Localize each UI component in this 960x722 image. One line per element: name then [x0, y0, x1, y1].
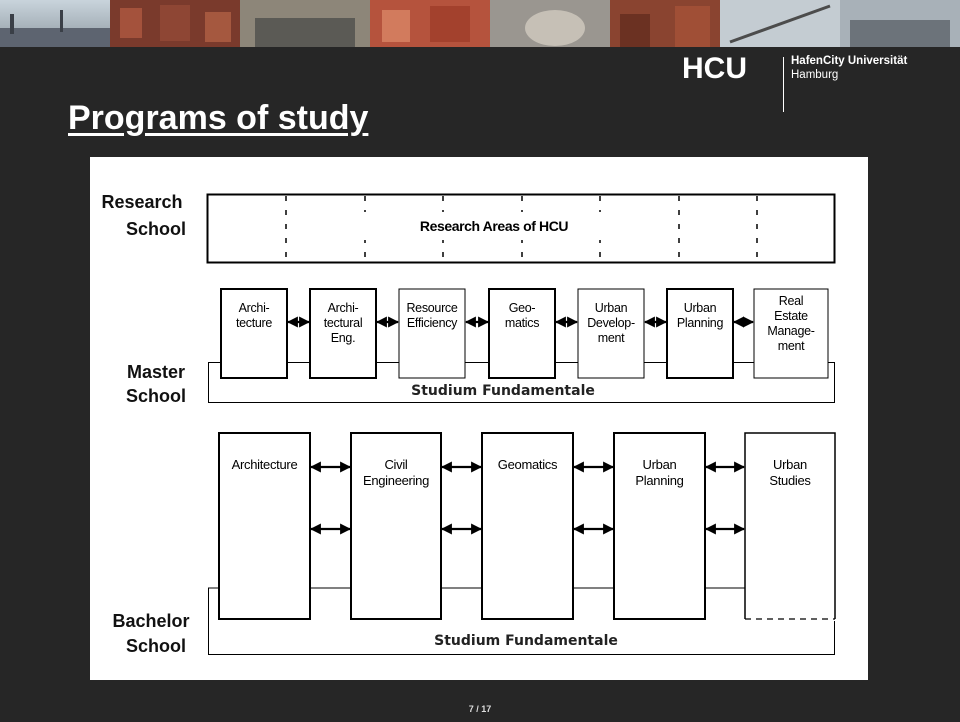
bachelor-program-label: Studies [769, 473, 811, 488]
bachelor-program-label: Urban [773, 457, 807, 472]
bachelor-program-box [350, 432, 442, 620]
bachelor-fundamentale-label: Studium Fundamentale [434, 633, 618, 649]
research-areas-box [206, 193, 836, 264]
bachelor-program-label: Planning [635, 473, 683, 488]
master-program-label: Urban [595, 301, 628, 315]
slide-title: Programs of study [68, 99, 369, 137]
bachelor-program-label: Engineering [363, 473, 429, 488]
research-areas-label: Research Areas of HCU [420, 218, 569, 234]
master-program-label: Manage- [767, 324, 814, 338]
master-program-label: tecture [236, 316, 272, 330]
header-photo-banner [0, 0, 960, 47]
bachelor-school-row: Bachelor School Studium Fundamentale Arc… [112, 432, 836, 656]
programs-diagram: Research School Research Areas of HCU Ma… [90, 157, 868, 680]
master-program-label: Planning [677, 316, 724, 330]
master-program-box [309, 288, 377, 379]
master-program-label: ment [598, 331, 625, 345]
bachelor-program-box [481, 432, 574, 620]
master-program-box [577, 288, 645, 379]
master-program-label: matics [505, 316, 539, 330]
master-school-row: Master School Studium Fundamentale Archi… [126, 288, 835, 406]
logo-wordmark: HCU [682, 52, 747, 85]
master-program-label: ment [778, 339, 805, 353]
master-program-box [753, 288, 829, 379]
master-program-label: Develop- [587, 316, 635, 330]
bachelor-school-label-2: School [126, 636, 186, 656]
bachelor-school-label-1: Bachelor [112, 611, 189, 631]
logo-divider [783, 57, 784, 112]
master-program-box [398, 288, 466, 379]
bachelor-program-label: Urban [643, 457, 677, 472]
master-program-label: Archi- [239, 301, 270, 315]
master-program-label: Archi- [328, 301, 359, 315]
bachelor-program-label: Geomatics [498, 457, 558, 472]
research-school-row: Research School Research Areas of HCU [101, 192, 836, 264]
master-program-box [666, 288, 734, 379]
bachelor-program-label: Architecture [232, 457, 298, 472]
master-school-label-1: Master [127, 362, 185, 382]
master-program-label: Urban [684, 301, 717, 315]
page-indicator: 7 / 17 [468, 704, 492, 714]
master-program-label: Resource [406, 301, 457, 315]
master-program-label: Estate [774, 309, 808, 323]
bachelor-program-box [218, 432, 311, 620]
bachelor-program-box [613, 432, 706, 620]
master-program-label: Efficiency [407, 316, 458, 330]
master-program-label: Eng. [331, 331, 356, 345]
university-name: HafenCity Universität [791, 55, 908, 67]
harbor-photo-collage [0, 0, 960, 47]
master-school-label-2: School [126, 386, 186, 406]
university-city: Hamburg [791, 69, 839, 81]
master-program-box [488, 288, 556, 379]
programs-diagram-svg: Research School Research Areas of HCU Ma… [101, 192, 836, 656]
master-program-label: Geo- [509, 301, 536, 315]
bachelor-program-box [744, 432, 836, 619]
research-school-label-1: Research [101, 192, 182, 212]
research-school-label-2: School [126, 219, 186, 239]
master-fundamentale-label: Studium Fundamentale [411, 383, 595, 399]
master-program-box [220, 288, 288, 379]
master-program-label: Real [779, 294, 804, 308]
master-program-label: tectural [324, 316, 363, 330]
bachelor-program-label: Civil [384, 457, 407, 472]
